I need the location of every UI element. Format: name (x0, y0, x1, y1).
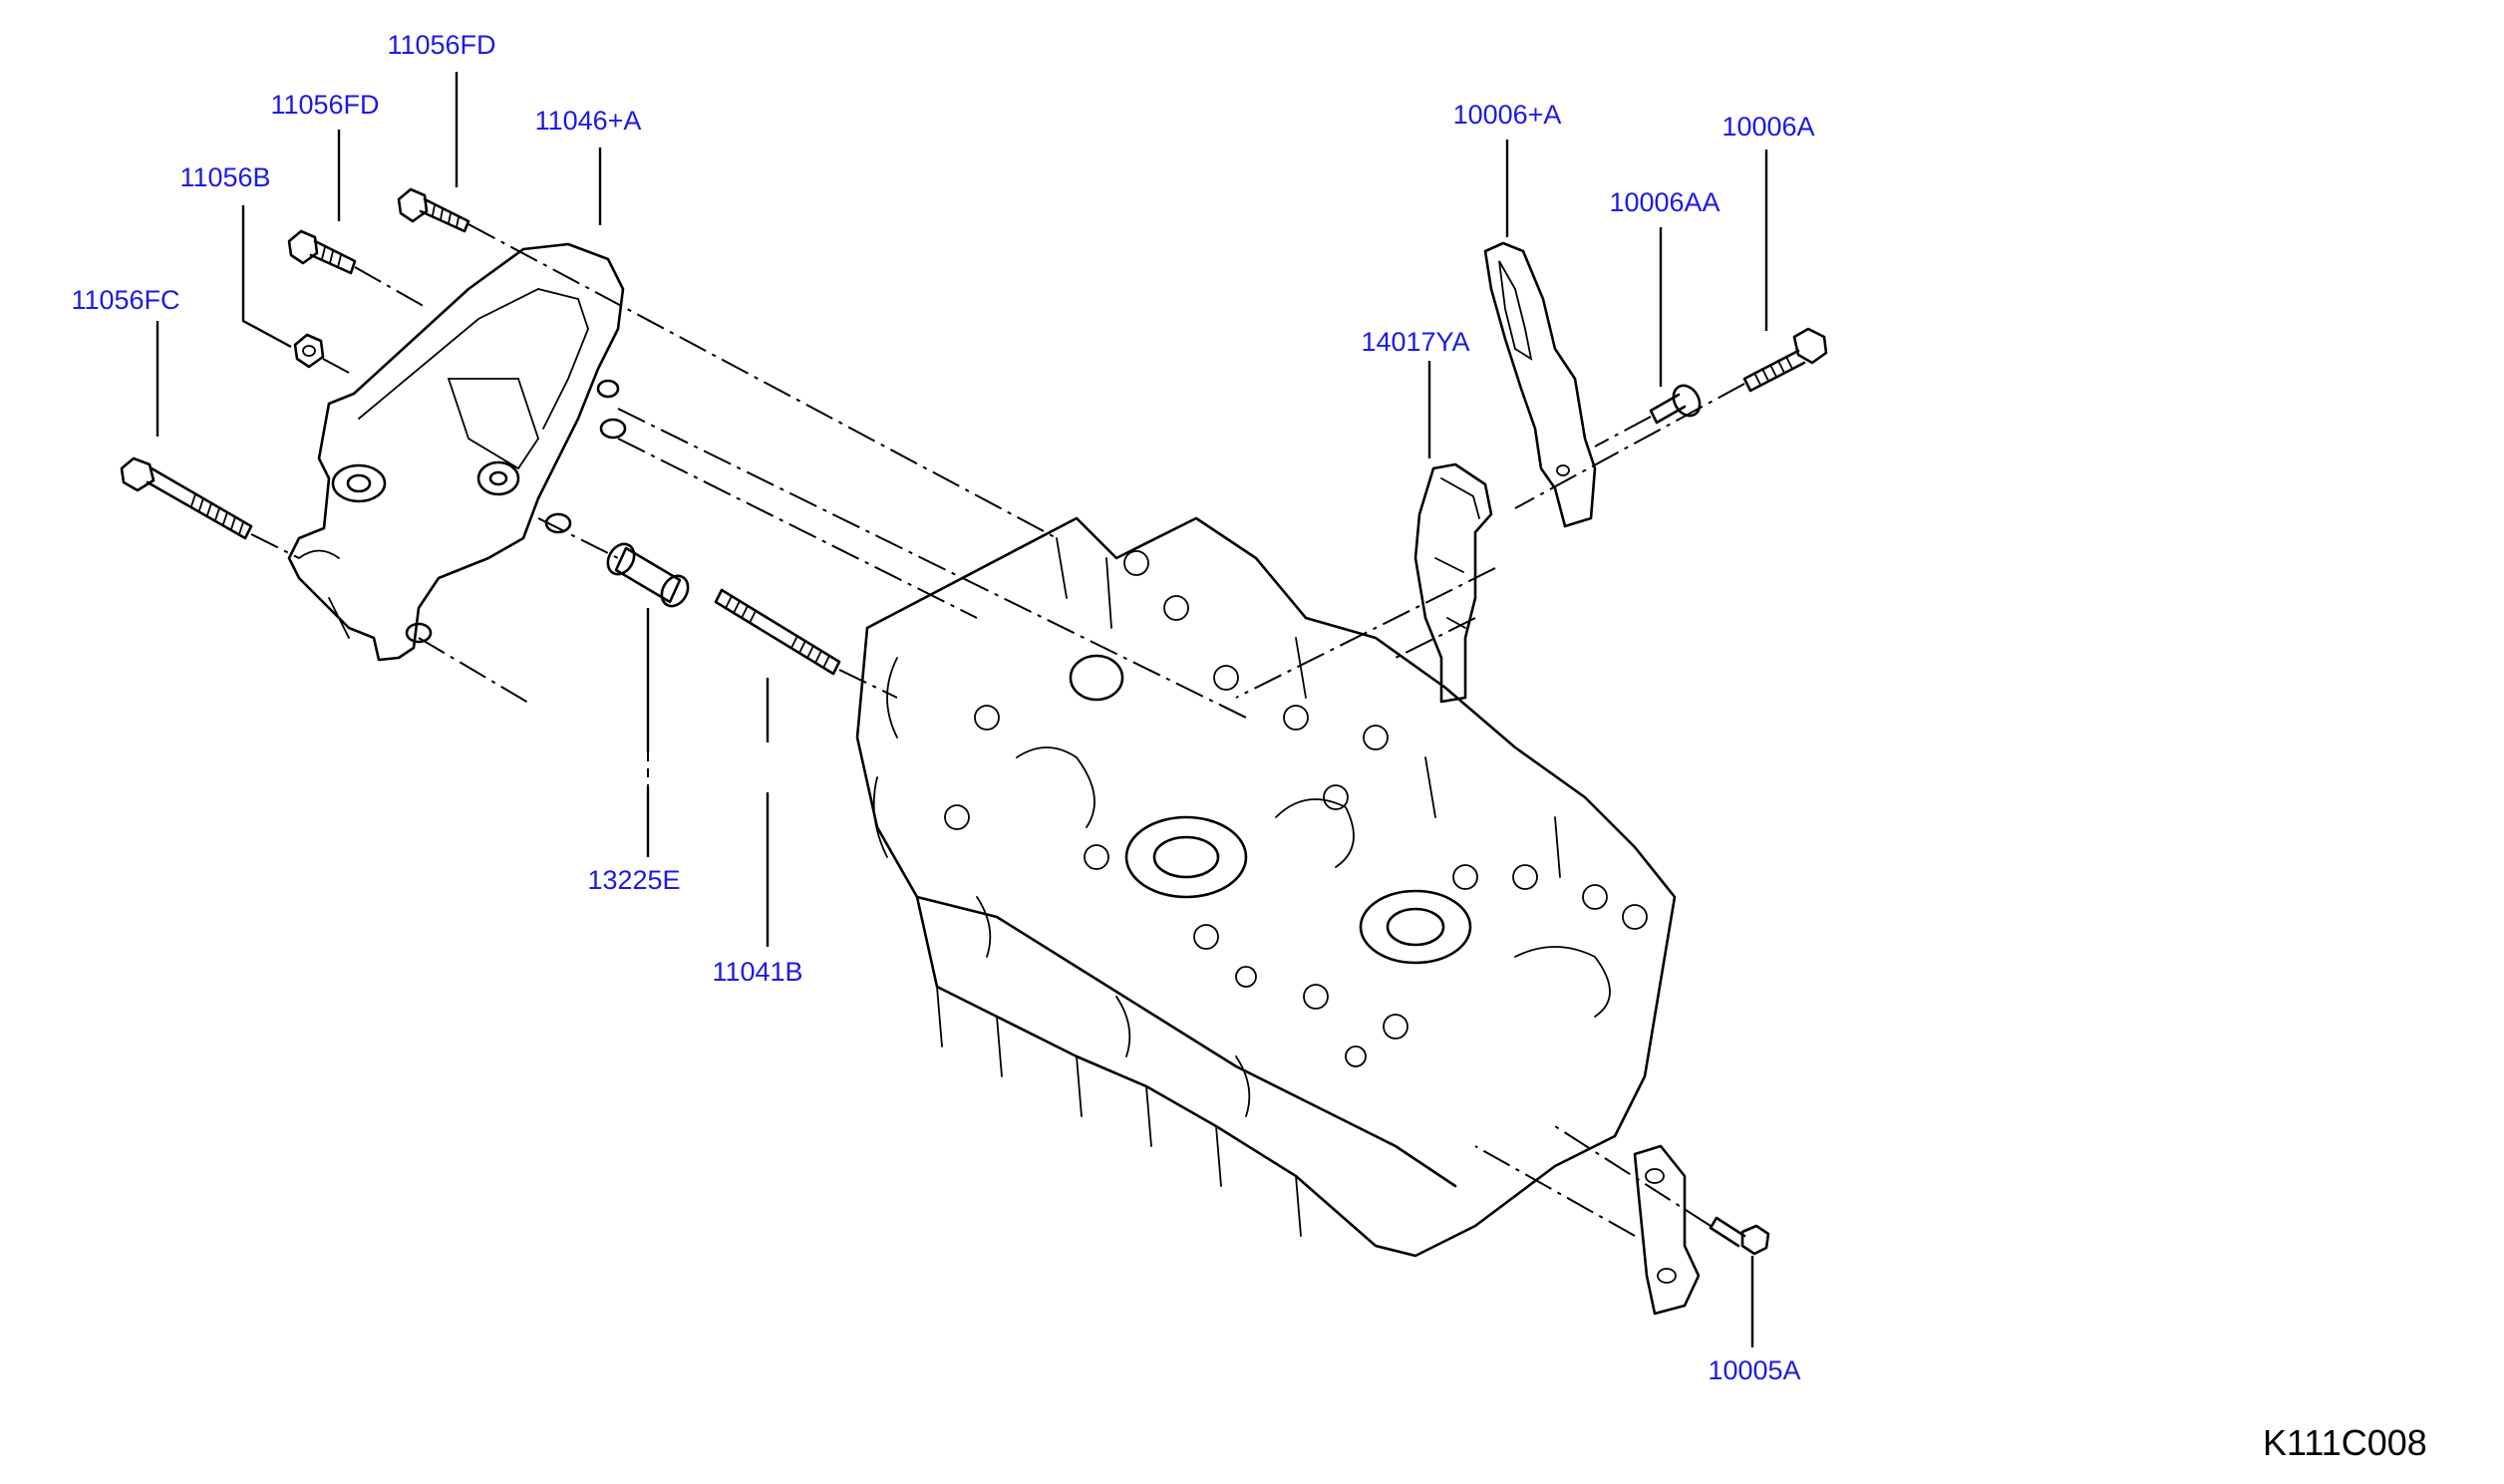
assembly-centerlines (250, 223, 1745, 1237)
callout-leaders (156, 72, 1768, 1347)
callout-11056fc: 11056FC (71, 285, 180, 315)
bracket-10005a (1633, 1144, 1701, 1316)
callout-14017ya: 14017YA (1361, 327, 1470, 357)
bolt-11056fc (120, 456, 253, 540)
stud-11041b (714, 588, 841, 676)
callout-11056fd-mid: 11056FD (270, 90, 380, 120)
rear-engine-bracket (287, 242, 627, 662)
cylinder-head (855, 516, 1677, 1258)
bolt-11056fd-mid (287, 229, 357, 275)
callout-10005a: 10005A (1708, 1355, 1801, 1385)
callout-11056b: 11056B (179, 162, 271, 192)
bolt-10006a (1742, 327, 1828, 393)
callout-10006a: 10006A (1722, 112, 1815, 142)
bolt-11056fd-top (397, 187, 470, 233)
nut-11056b (293, 333, 325, 369)
callout-10006aa: 10006AA (1609, 187, 1721, 217)
callout-11056fd-top: 11056FD (387, 30, 496, 60)
drawing-code: K111C008 (2263, 1422, 2427, 1463)
spacer-13225e (606, 542, 690, 608)
engine-hanger-10006a (1483, 241, 1597, 528)
sensor-bracket-14017ya (1413, 462, 1493, 704)
bolt-10006aa (1649, 384, 1702, 425)
callout-11041b: 11041B (712, 957, 803, 987)
callout-11046a: 11046+A (534, 106, 642, 136)
callout-10006a-plus: 10006+A (1452, 100, 1562, 130)
callout-13225e: 13225E (587, 865, 681, 895)
bolt-10005a (1709, 1216, 1770, 1256)
